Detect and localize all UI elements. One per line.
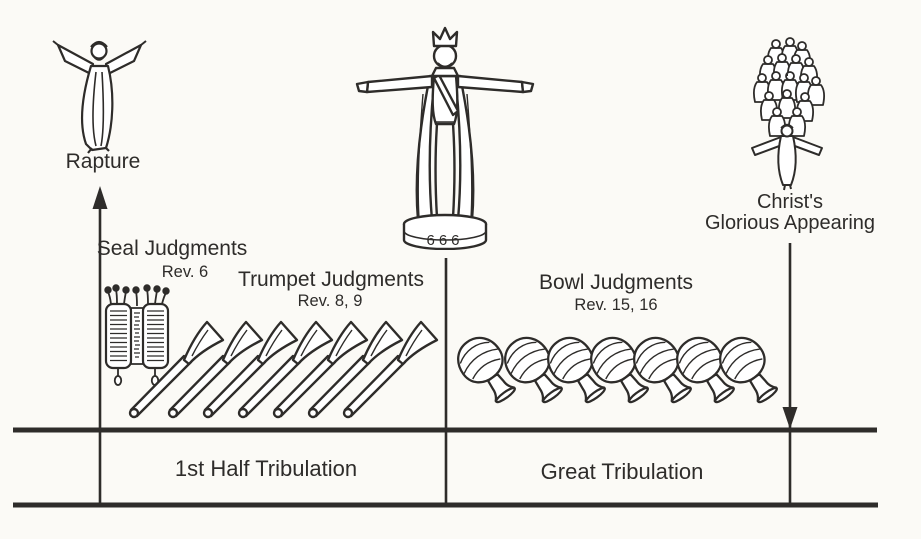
bowl-icon	[583, 328, 655, 416]
returning-christ-with-saints-icon	[751, 37, 825, 191]
trumpet-row	[126, 316, 439, 422]
bowl-judgments-reference: Rev. 15, 16	[574, 296, 658, 314]
trumpet-icon	[340, 316, 440, 420]
seal-judgments-reference: Rev. 6	[161, 263, 209, 281]
bowl-icon	[450, 328, 522, 416]
glorious-appearing-line2: Glorious Appearing	[704, 212, 876, 234]
trumpet-judgments-title: Trumpet Judgments	[238, 268, 424, 291]
bowl-icon	[497, 328, 569, 416]
trumpet-icon	[305, 316, 405, 420]
seal-judgments-title: Seal Judgments	[96, 237, 248, 260]
bowl-icon	[712, 328, 784, 416]
glorious-appearing-label: Christ's Glorious Appearing	[680, 192, 900, 234]
first-half-tribulation-label: 1st Half Tribulation	[174, 456, 358, 481]
down-arrowhead-icon	[782, 407, 798, 429]
trumpet-icon	[235, 316, 335, 420]
bowl-icon	[626, 328, 698, 416]
trumpet-icon	[270, 316, 370, 420]
up-arrowhead-icon	[92, 186, 108, 209]
antichrist-statue-icon: 666	[355, 26, 535, 250]
glorious-appearing-line1: Christ's	[756, 191, 824, 213]
trumpet-icon	[126, 316, 226, 420]
bowl-row	[450, 328, 779, 418]
bowl-judgments-title: Bowl Judgments	[538, 271, 694, 294]
sealed-scroll-icon	[104, 284, 170, 386]
trumpet-icon	[165, 316, 265, 420]
rapture-label: Rapture	[65, 150, 141, 173]
bowl-icon	[669, 328, 741, 416]
bowl-icon	[540, 328, 612, 416]
statue-base-number: 666	[426, 232, 463, 249]
great-tribulation-label: Great Tribulation	[540, 459, 704, 484]
trumpet-judgments-reference: Rev. 8, 9	[297, 292, 363, 310]
ascending-christ-icon	[52, 40, 147, 154]
trumpet-icon	[200, 316, 300, 420]
